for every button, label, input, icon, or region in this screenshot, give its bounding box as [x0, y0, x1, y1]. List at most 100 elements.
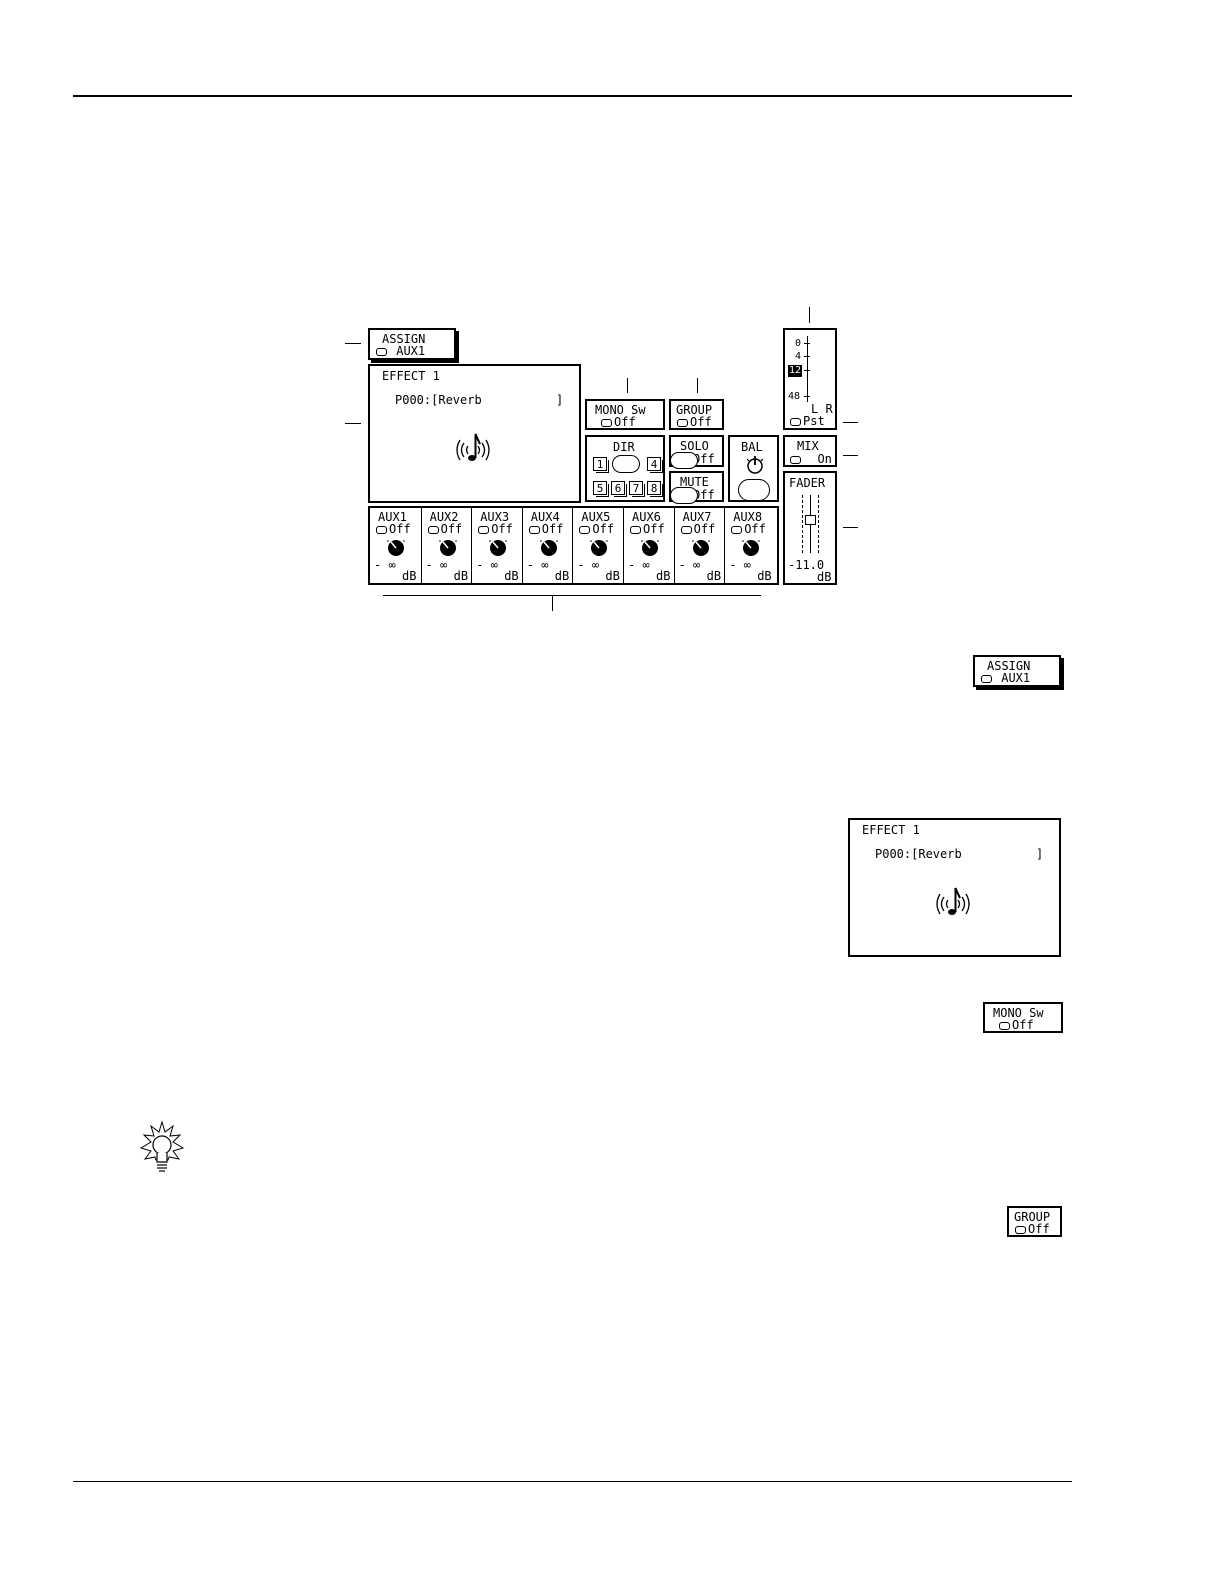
callout-bracket-aux	[383, 595, 761, 596]
aux-state: Off	[389, 522, 411, 536]
aux-level-knob-icon[interactable]	[589, 538, 609, 558]
aux-level: - ∞	[628, 558, 650, 572]
side-effect-bracket-close: ]	[1036, 847, 1044, 861]
aux-level-knob-icon[interactable]	[386, 538, 406, 558]
mix-value: On	[817, 452, 832, 466]
aux-level-knob-icon[interactable]	[640, 538, 660, 558]
side-assign-button[interactable]: ASSIGN AUX1	[973, 655, 1061, 687]
meter-value-row: Pst	[790, 415, 825, 427]
dir-button-1[interactable]: 1	[593, 457, 609, 473]
aux-level: - ∞	[476, 558, 498, 572]
effect-panel[interactable]: EFFECT 1 P000:[Reverb ]	[368, 364, 581, 503]
balance-knob-icon	[744, 454, 766, 476]
aux-level: - ∞	[577, 558, 600, 572]
side-assign-value-row: AUX1	[981, 672, 1030, 684]
callout-line-effect	[345, 423, 361, 424]
effect-program: P000:[Reverb	[395, 393, 482, 407]
dir-button-5[interactable]: 5	[593, 481, 609, 497]
group-value: Off	[690, 415, 712, 429]
callout-line-mono	[627, 378, 628, 393]
mono-value: Off	[614, 415, 636, 429]
side-effect-panel[interactable]: EFFECT 1 P000:[Reverb ]	[848, 818, 1061, 957]
side-mono-value: Off	[1012, 1018, 1034, 1032]
footer-rule	[73, 1481, 1072, 1482]
aux-level-knob-icon[interactable]	[741, 538, 761, 558]
bal-title: BAL	[741, 440, 763, 454]
aux-state-row: Off	[731, 523, 766, 535]
effect-bracket-close: ]	[556, 393, 564, 407]
meter-scale-4: 4	[795, 351, 802, 362]
side-assign-title: ASSIGN	[987, 659, 1031, 673]
bal-oval	[738, 479, 770, 501]
header-rule	[73, 95, 1072, 97]
aux-level: - ∞	[678, 558, 701, 572]
aux-state: Off	[693, 522, 716, 536]
mute-value: Off	[693, 488, 715, 502]
solo-button[interactable]: SOLO Off	[669, 435, 724, 469]
meter-tick	[804, 370, 810, 371]
aux-title: AUX7	[682, 510, 712, 524]
aux-state-row: Off	[528, 522, 564, 536]
dir-button-4[interactable]: 4	[647, 457, 663, 473]
led-indicator	[376, 347, 387, 356]
aux-level-knob-icon[interactable]	[539, 538, 559, 558]
mono-sw-button[interactable]: MONO Sw Off	[585, 399, 665, 430]
mute-title: MUTE	[680, 475, 709, 489]
callout-line-group	[697, 378, 698, 393]
meter-value: Pst	[803, 414, 825, 428]
led-indicator	[1015, 1225, 1026, 1234]
led-indicator	[630, 525, 641, 534]
aux-level-knob-icon[interactable]	[691, 538, 711, 558]
aux-unit: dB	[504, 569, 519, 583]
assign-value-row: AUX1	[376, 345, 425, 357]
bal-panel[interactable]: BAL	[728, 435, 779, 502]
fader-cap[interactable]	[805, 514, 816, 525]
mono-value-row: Off	[601, 416, 636, 428]
music-note-icon	[450, 430, 500, 470]
dir-button-7[interactable]: 7	[629, 481, 645, 497]
mix-title: MIX	[797, 439, 819, 453]
side-mono-title: MONO Sw	[993, 1006, 1044, 1020]
mute-button[interactable]: MUTE Off	[669, 471, 724, 504]
aux-unit: dB	[656, 569, 671, 583]
side-mono-sw-button[interactable]: MONO Sw Off	[983, 1002, 1063, 1033]
aux-level-knob-icon[interactable]	[488, 538, 508, 558]
assign-button[interactable]: ASSIGN AUX1	[368, 328, 456, 360]
aux-unit: dB	[757, 569, 772, 583]
aux-unit: dB	[554, 569, 570, 583]
led-indicator	[427, 525, 439, 534]
fader-panel[interactable]: FADER -11.0 dB	[783, 471, 837, 585]
meter-bar-line	[807, 336, 808, 402]
dir-panel[interactable]: DIR 1 4 5 6 7 8	[585, 435, 665, 502]
aux-level: - ∞	[425, 558, 448, 572]
aux-level: - ∞	[526, 558, 549, 572]
meter-panel[interactable]: 0 4 12 48 L R Pst	[783, 328, 837, 430]
fader-title: FADER	[789, 476, 826, 490]
dir-selector-oval[interactable]	[612, 455, 640, 473]
mute-oval	[670, 487, 698, 504]
aux-state-row: Off	[376, 523, 411, 535]
aux-state: Off	[541, 522, 564, 536]
led-indicator	[579, 525, 591, 534]
group-button[interactable]: GROUP Off	[669, 399, 724, 430]
aux-state: Off	[643, 522, 665, 536]
aux-level-knob-icon[interactable]	[438, 538, 458, 558]
led-indicator	[731, 525, 743, 534]
dir-button-6[interactable]: 6	[611, 481, 627, 497]
side-group-button[interactable]: GROUP Off	[1007, 1206, 1062, 1237]
aux-state: Off	[744, 522, 766, 536]
aux-title: AUX4	[530, 510, 560, 524]
dir-button-8[interactable]: 8	[647, 481, 663, 497]
mix-button[interactable]: MIX On	[783, 435, 837, 467]
mix-value-row: On	[790, 453, 832, 465]
